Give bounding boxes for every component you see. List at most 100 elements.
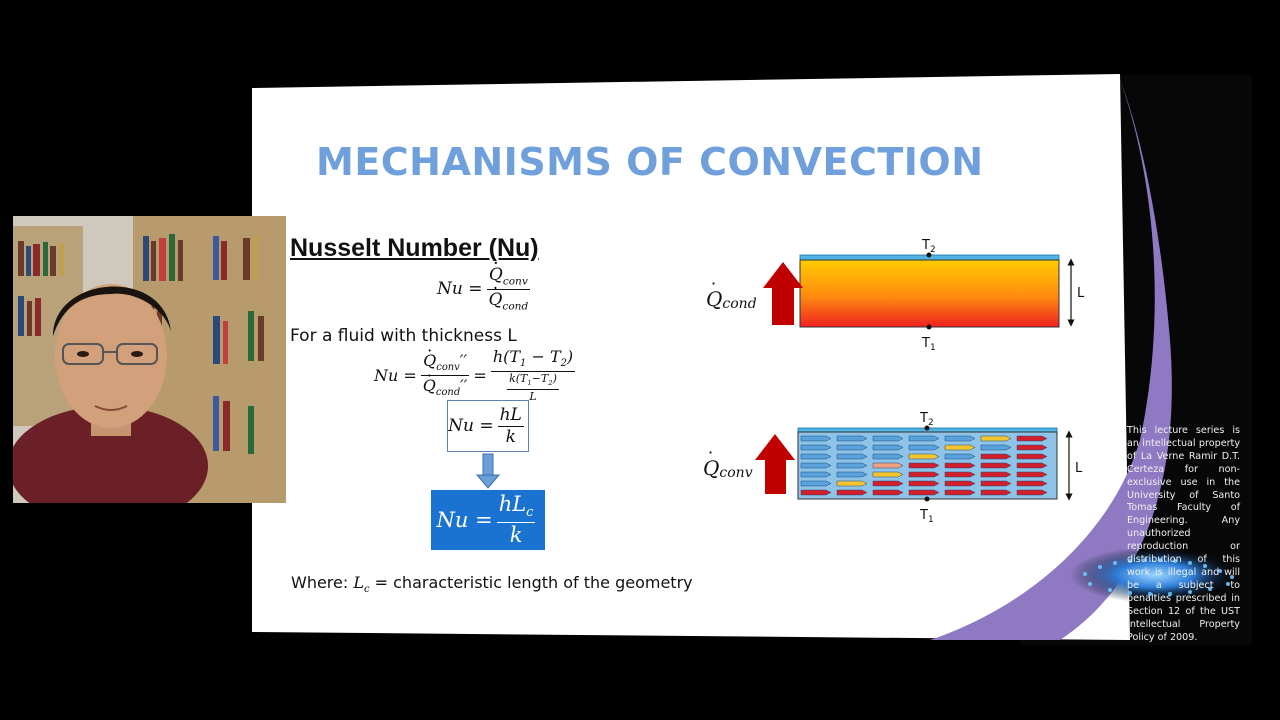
slide-title: MECHANISMS OF CONVECTION [316,140,984,184]
flow-arrow [836,444,868,451]
flow-arrow [980,444,1012,451]
flow-arrow [800,462,832,469]
eq2-rhs-sub2: 2 [560,358,567,370]
eq2-num-sub: conv [436,362,460,374]
eq4-num: hL [498,492,527,517]
conduction-heat-arrow [763,262,803,325]
flow-arrow [908,435,940,442]
equation-nu-hlc-k-highlight: Nu = hLc k [431,490,545,550]
convection-heat-arrow [755,434,795,494]
flow-arrow [872,480,904,487]
flow-arrow [1016,462,1048,469]
flow-arrow [908,471,940,478]
flow-arrow [836,480,868,487]
flow-arrow [800,480,832,487]
flow-arrow [980,453,1012,460]
flow-arrow [980,471,1012,478]
eq2-rhs-den-num: k(T [509,372,528,386]
svg-text:·: · [711,274,716,293]
flow-arrow [800,471,832,478]
flow-arrow [944,462,976,469]
convection-t1-label: T1 [919,508,934,525]
flow-arrow [944,471,976,478]
eq4-num-sub: c [526,505,534,521]
conduction-diagram: Qcond · T2 T1 L [706,238,1085,353]
eq2-rhs-den-den: L [529,389,537,403]
presenter-video-image [13,216,286,503]
eq2-num-sup: ′′ [459,350,468,370]
eq2-rhs-den-mid: −T [531,372,549,386]
flow-arrow [800,435,832,442]
conduction-bottom-point [926,324,932,330]
eq2-num: Q [423,352,436,370]
flow-arrow [908,462,940,469]
eq2-rhs-den-end: ) [552,372,557,386]
conduction-layer [799,259,1060,328]
convection-flow-arrows [800,435,1048,496]
flow-arrow [872,453,904,460]
eq2-equals: = [473,365,487,385]
flow-arrow [944,453,976,460]
copyright-notice: This lecture series is an intellectual p… [1127,425,1240,643]
flow-arrow [872,471,904,478]
eq2-lhs: Nu = [374,365,417,385]
flow-arrow [800,453,832,460]
where-label: Where: [291,573,349,592]
flow-arrow [980,435,1012,442]
eq1-den-sub: cond [502,300,529,313]
flow-arrow [980,480,1012,487]
convection-top-point [924,425,930,431]
flow-arrow [872,444,904,451]
eq2-rhs-end: ) [566,347,574,366]
flow-arrow [1016,480,1048,487]
eq2-rhs-num: h(T [492,347,521,366]
eq2-rhs-sub1: 1 [520,358,527,370]
eq2-rhs-mid: − T [526,347,561,366]
flow-arrow [1016,444,1048,451]
svg-text:·: · [708,443,713,462]
conduction-q-label: Qcond [706,287,757,312]
where-symbol: L [353,573,364,592]
convection-diagram: Qconv · T2 T1 L [703,411,1083,525]
where-definition: Where: Lc = characteristic length of the… [291,573,693,595]
flow-arrow [836,489,868,496]
equation-nu-flux: Nu = Qconv′′ Qcond′′ = h(T1 − T2) k(T1−T… [374,348,579,403]
eq2-den: Q [423,377,436,395]
flow-arrow [908,444,940,451]
convection-bottom-point [924,496,930,502]
eq4-lhs: Nu = [436,508,493,532]
flow-arrow [836,453,868,460]
flow-arrow [872,489,904,496]
flow-arrow [800,444,832,451]
conduction-t2-label: T2 [921,238,936,255]
flow-arrow [908,480,940,487]
convection-t2-label: T2 [919,411,934,428]
flow-arrow [944,435,976,442]
flow-arrow [1016,471,1048,478]
equation-nu-hl-k-box: Nu = hL k [447,400,529,452]
flow-arrow [980,489,1012,496]
flow-arrow [836,462,868,469]
eq4-den: k [509,522,523,547]
eq2-rhs-den-sub2: 2 [548,379,553,388]
convection-l-label: L [1075,461,1083,476]
flow-arrow [872,462,904,469]
flow-arrow [944,480,976,487]
eq2-den-sub: cond [435,387,461,399]
eq2-den-sup: ′′ [460,375,468,395]
eq3-den: k [505,426,516,447]
equation-nu-definition: Nu = Qconv Qcond [437,266,534,313]
eq1-den: Q [488,291,502,310]
flow-arrow [800,489,832,496]
where-text: = characteristic length of the geometry [374,573,693,592]
eq1-lhs: Nu = [437,279,483,300]
flow-arrow [980,462,1012,469]
flow-arrow [944,444,976,451]
conduction-t1-label: T1 [921,336,936,353]
fluid-thickness-text: For a fluid with thickness L [290,326,517,346]
flow-arrow [908,489,940,496]
flow-arrow [836,435,868,442]
flow-arrow [1016,453,1048,460]
